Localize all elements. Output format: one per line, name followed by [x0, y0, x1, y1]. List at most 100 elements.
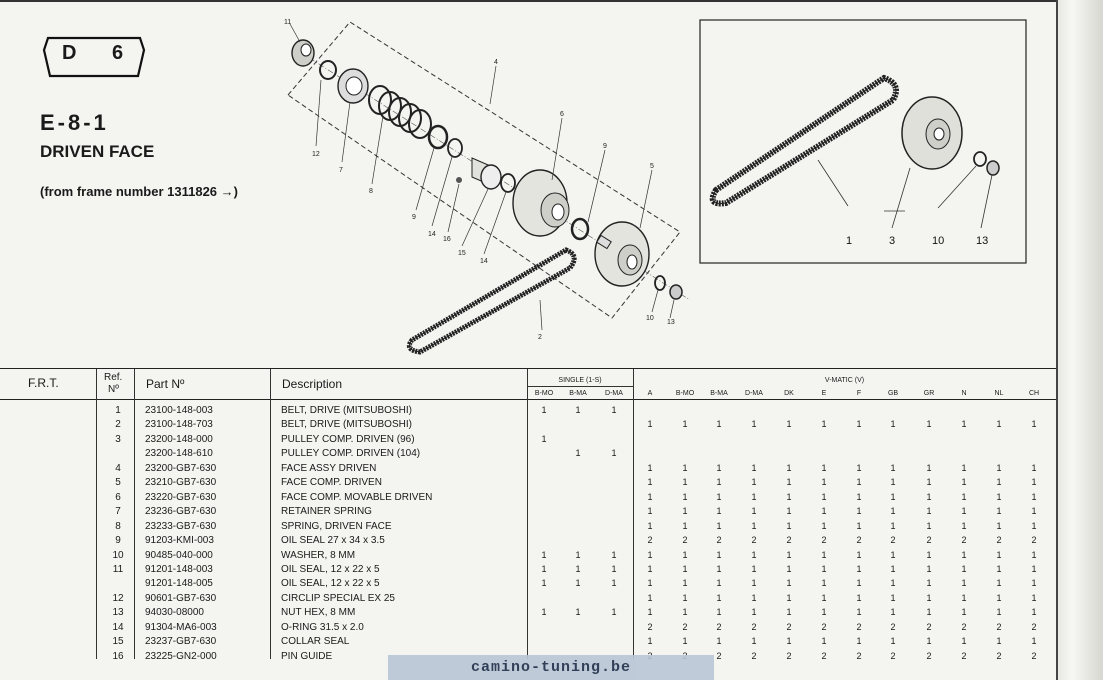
row-vmatic-qty: 1: [961, 578, 967, 589]
row-part-number: 23200-GB7-630: [145, 462, 217, 474]
part-5-driven-face-icon: [594, 221, 650, 287]
row-part-number: 90485-040-000: [145, 549, 213, 561]
row-vmatic-qty: 1: [890, 563, 896, 574]
row-vmatic-qty: 2: [716, 535, 722, 546]
row-vmatic-qty: 1: [682, 578, 688, 589]
row-ref-number: 14: [112, 621, 124, 633]
row-description: PULLEY COMP. DRIVEN (96): [281, 433, 415, 445]
col-divider: [270, 369, 271, 659]
svg-text:14: 14: [480, 258, 488, 265]
row-vmatic-qty: 1: [996, 592, 1002, 603]
row-vmatic-qty: 1: [1031, 419, 1037, 430]
row-part-number: 23220-GB7-630: [145, 491, 217, 503]
row-vmatic-qty: 1: [996, 419, 1002, 430]
row-vmatic-qty: 2: [821, 650, 827, 661]
row-vmatic-qty: 2: [821, 621, 827, 632]
row-vmatic-qty: 1: [926, 520, 932, 531]
header-ref-no: Nº: [108, 384, 119, 395]
row-single-qty: 1: [575, 563, 581, 574]
row-vmatic-qty: 1: [996, 491, 1002, 502]
row-vmatic-qty: 1: [890, 520, 896, 531]
row-vmatic-qty: 1: [961, 607, 967, 618]
svg-text:12: 12: [312, 151, 320, 158]
row-vmatic-qty: 2: [647, 621, 653, 632]
row-vmatic-qty: 1: [786, 636, 792, 647]
svg-text:8: 8: [369, 188, 373, 195]
row-vmatic-qty: 1: [961, 477, 967, 488]
row-vmatic-qty: 1: [1031, 563, 1037, 574]
part-11-oil-seal-icon: [291, 39, 315, 67]
row-vmatic-qty: 1: [682, 419, 688, 430]
row-vmatic-qty: 1: [682, 477, 688, 488]
row-vmatic-qty: 1: [751, 607, 757, 618]
row-vmatic-qty: 1: [786, 592, 792, 603]
row-single-qty: 1: [611, 405, 617, 415]
header-description: Description: [282, 377, 343, 391]
row-vmatic-qty: 1: [647, 477, 653, 488]
row-single-qty: 1: [541, 405, 547, 415]
inset-belt-icon: [709, 74, 899, 207]
row-description: CIRCLIP SPECIAL EX 25: [281, 592, 395, 604]
row-vmatic-qty: 1: [682, 520, 688, 531]
top-border: [0, 0, 1056, 2]
row-vmatic-qty: 1: [996, 636, 1002, 647]
part-10-washer-icon: [654, 275, 666, 291]
row-vmatic-qty: 2: [1031, 535, 1037, 546]
row-vmatic-qty: 1: [961, 419, 967, 430]
row-vmatic-qty: 1: [890, 419, 896, 430]
row-vmatic-qty: 1: [647, 549, 653, 560]
row-vmatic-qty: 1: [647, 592, 653, 603]
row-vmatic-qty: 2: [926, 650, 932, 661]
header-vmatic-group: V-MATIC (V): [824, 377, 865, 384]
row-vmatic-qty: 2: [786, 621, 792, 632]
row-vmatic-qty: 1: [786, 419, 792, 430]
row-vmatic-qty: 1: [1031, 636, 1037, 647]
row-vmatic-qty: 2: [996, 621, 1002, 632]
row-vmatic-qty: 1: [751, 506, 757, 517]
svg-text:10: 10: [646, 315, 654, 322]
row-ref-number: 7: [115, 506, 121, 518]
row-vmatic-qty: 2: [926, 621, 932, 632]
row-vmatic-qty: 1: [926, 578, 932, 589]
svg-text:14: 14: [428, 231, 436, 238]
row-vmatic-qty: 1: [821, 549, 827, 560]
row-vmatic-qty: 2: [996, 650, 1002, 661]
row-vmatic-qty: 1: [647, 506, 653, 517]
row-vmatic-qty: 2: [996, 535, 1002, 546]
row-vmatic-qty: 1: [821, 607, 827, 618]
row-description: COLLAR SEAL: [281, 636, 350, 648]
callout-leaders: [289, 23, 675, 331]
part-13-nut-icon: [669, 284, 683, 300]
diagram-callout-numbers: 11 4 12 7 8 9 14 16 15 14 6 9 5 2 10 13: [284, 19, 675, 341]
row-vmatic-qty: 1: [856, 419, 862, 430]
row-part-number: 23225-GN2-000: [145, 650, 217, 662]
row-vmatic-qty: 1: [716, 477, 722, 488]
row-vmatic-qty: 1: [856, 563, 862, 574]
svg-text:16: 16: [443, 236, 451, 243]
row-vmatic-qty: 1: [716, 462, 722, 473]
page-binding-edge: [1056, 0, 1103, 680]
row-ref-number: 1: [115, 405, 121, 416]
row-part-number: 23210-GB7-630: [145, 477, 217, 489]
row-vmatic-qty: 1: [996, 549, 1002, 560]
row-vmatic-qty: 1: [751, 563, 757, 574]
row-single-qty: 1: [611, 578, 617, 589]
row-description: OIL SEAL, 12 x 22 x 5: [281, 578, 380, 590]
row-vmatic-qty: 1: [751, 578, 757, 589]
row-vmatic-qty: 1: [647, 636, 653, 647]
row-single-qty: 1: [541, 578, 547, 589]
row-vmatic-qty: 2: [751, 650, 757, 661]
row-vmatic-qty: 1: [751, 462, 757, 473]
row-vmatic-qty: 2: [682, 535, 688, 546]
row-single-qty: 1: [575, 405, 581, 415]
row-vmatic-qty: 1: [821, 419, 827, 430]
row-vmatic-qty: 1: [786, 607, 792, 618]
row-description: BELT, DRIVE (MITSUBOSHI): [281, 405, 412, 416]
row-description: FACE COMP. MOVABLE DRIVEN: [281, 491, 433, 503]
row-vmatic-qty: 1: [647, 491, 653, 502]
row-vmatic-qty: 1: [961, 563, 967, 574]
row-vmatic-qty: 1: [786, 462, 792, 473]
svg-text:4: 4: [494, 59, 498, 66]
row-vmatic-qty: 1: [647, 578, 653, 589]
row-description: OIL SEAL 27 x 34 x 3.5: [281, 535, 385, 547]
